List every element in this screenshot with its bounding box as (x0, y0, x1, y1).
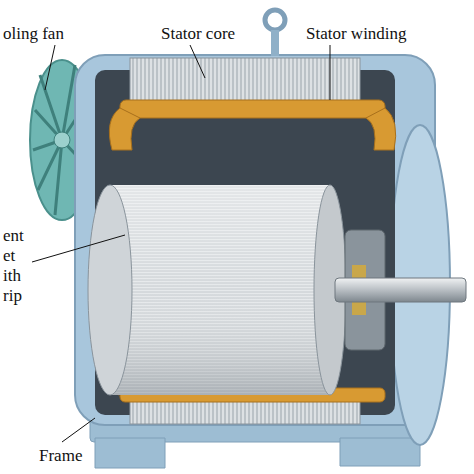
frame (340, 438, 420, 466)
frame (75, 55, 450, 468)
leader-lines (32, 45, 330, 442)
eye-bolt (271, 30, 279, 56)
eye-bolt (265, 10, 285, 30)
leader-lines (62, 418, 95, 442)
part-label: Stator winding (305, 24, 408, 44)
leader-lines (32, 235, 125, 262)
eye-bolt (265, 10, 285, 56)
stator-core (130, 400, 360, 424)
frame (95, 438, 165, 468)
shaft (335, 278, 466, 302)
part-label: rip (2, 286, 23, 306)
leader-lines (45, 45, 55, 90)
part-label: Frame (38, 446, 83, 466)
stator-winding (107, 100, 395, 402)
part-label: oling fan (2, 24, 65, 44)
rotor (110, 185, 330, 395)
stator-winding (109, 108, 140, 150)
part-label: ith (2, 266, 22, 286)
rotor (110, 185, 330, 395)
stator-winding (366, 108, 396, 150)
part-label: ent (2, 226, 25, 246)
part-label: Stator core (160, 24, 236, 44)
shaft (335, 278, 466, 302)
leader-lines (190, 45, 205, 78)
frame (75, 55, 435, 425)
frame (95, 70, 395, 415)
cooling-fan (54, 132, 70, 148)
leader-lines (330, 45, 331, 100)
rotor (88, 185, 132, 395)
part-label: et (2, 246, 16, 266)
rotor (88, 185, 346, 395)
stator-winding (120, 100, 385, 118)
